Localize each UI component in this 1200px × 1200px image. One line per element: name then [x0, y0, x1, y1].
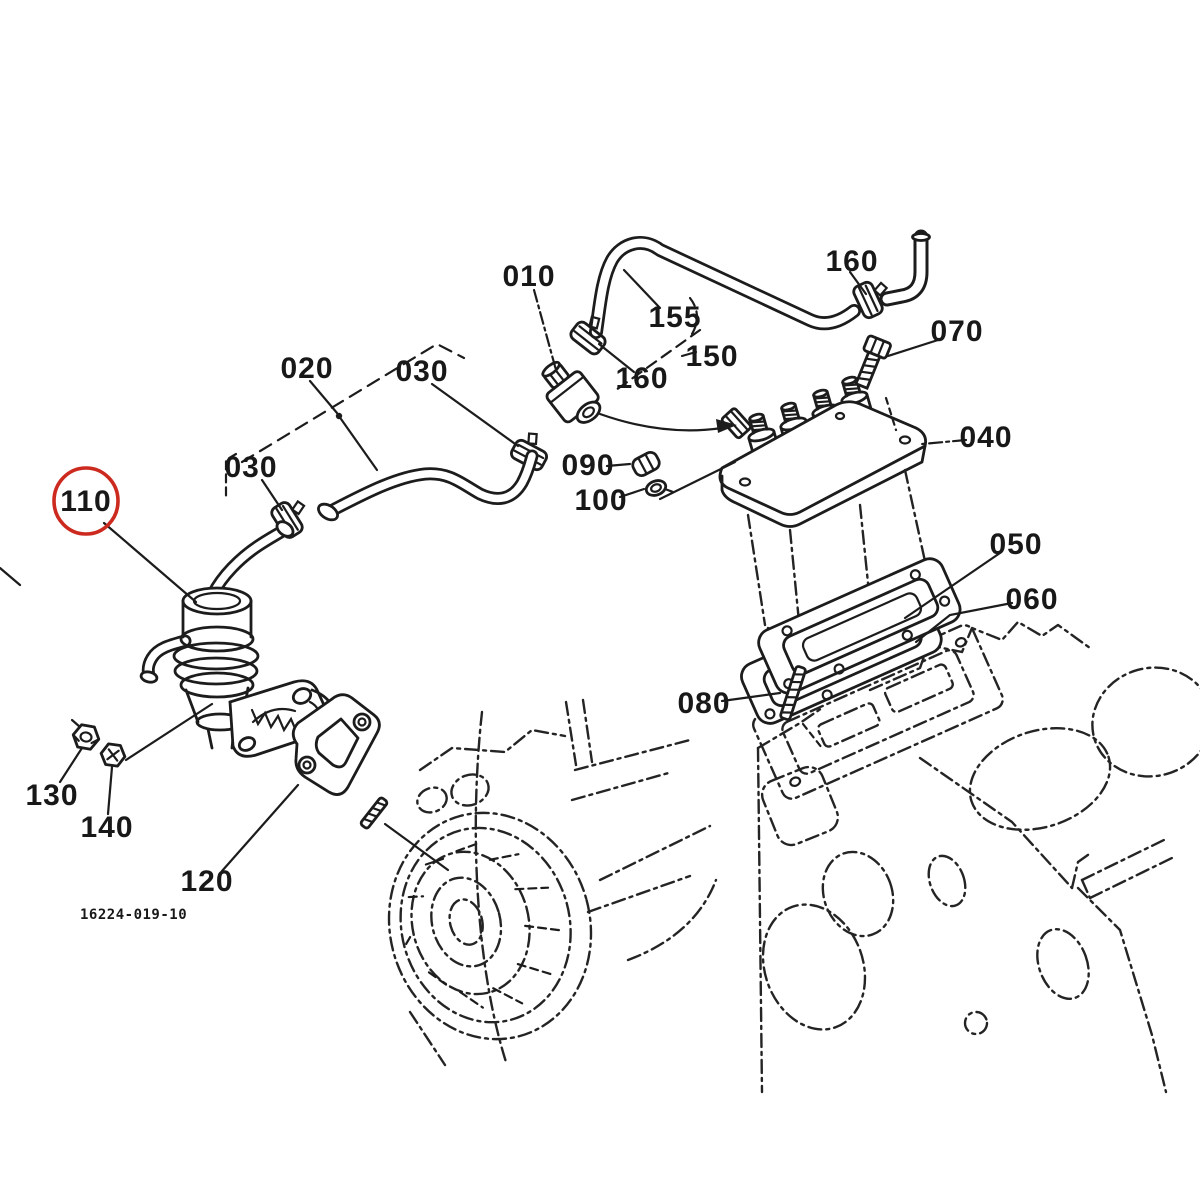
stud-axis-line [385, 824, 448, 870]
bolt-axis-line [886, 398, 896, 430]
part-callout-120: 120 [180, 865, 234, 898]
part-callout-030-upper: 030 [395, 355, 449, 388]
highlight-circle-110 [54, 468, 118, 534]
nut-130-tick [72, 720, 80, 727]
fuel-hose-middle [316, 456, 532, 523]
part-callout-160-top: 160 [825, 245, 879, 278]
part-callout-050: 050 [989, 528, 1043, 561]
part-callout-060: 060 [1005, 583, 1059, 616]
part-callout-090: 090 [561, 449, 615, 482]
part-callout-010: 010 [502, 260, 556, 293]
joint-bolt-assembly-010 [532, 353, 608, 433]
arrow-head [716, 419, 737, 433]
drawing-number: 16224-019-10 [80, 907, 188, 923]
frame-edge-line [0, 568, 20, 585]
nut-140 [100, 743, 127, 767]
part-callout-100: 100 [574, 484, 628, 517]
bolt-070 [850, 335, 891, 390]
part-callout-030-lower: 030 [224, 451, 278, 484]
pump-gasket-120 [293, 695, 379, 795]
part-callout-150: 150 [685, 340, 739, 373]
part-callout-130: 130 [25, 779, 79, 812]
stud-080 [780, 666, 806, 720]
pump-stud [360, 797, 388, 829]
part-callout-110-highlighted: 110 [60, 485, 112, 518]
part-callout-140: 140 [80, 811, 134, 844]
part-callout-040: 040 [959, 421, 1013, 454]
clip-100 [644, 477, 672, 500]
part-callout-020: 020 [280, 352, 334, 385]
part-callout-070: 070 [930, 315, 984, 348]
stud-080-axis [803, 724, 822, 748]
bell-housing-phantom [364, 700, 716, 1065]
part-callout-155: 155 [648, 301, 702, 334]
gasket-050 [754, 554, 965, 699]
part-callout-080: 080 [677, 687, 731, 720]
fuel-hose-upper [596, 243, 854, 332]
leader-lines [60, 270, 1012, 871]
elbow-pipe [887, 234, 930, 300]
part-callout-160-mid: 160 [615, 362, 669, 395]
spacer-090 [630, 450, 661, 478]
engine-block-phantom [746, 622, 1200, 1092]
nut-axis-line [126, 704, 212, 760]
nut-130 [69, 722, 103, 752]
